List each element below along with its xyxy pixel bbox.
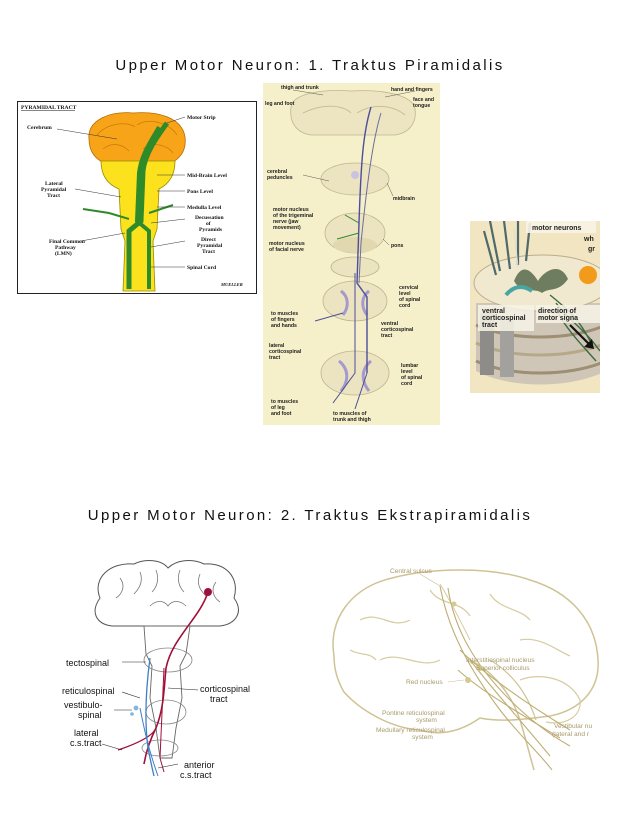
cervical-line4: cord (399, 303, 410, 309)
face-tongue-line1: face and (413, 97, 434, 103)
thigh-trunk-label: thigh and trunk (281, 85, 319, 91)
muscles-fingers-line3: and hands (271, 323, 297, 329)
decussation-line1: Decussation (195, 215, 224, 221)
cerebral-peduncles-line1: cerebral (267, 169, 288, 175)
muscles-fingers-line1: to muscles (271, 311, 298, 317)
lumbar-line1: lumbar (401, 363, 418, 369)
lateral-tract-line1: Lateral (45, 181, 63, 187)
direct-tract-line3: Tract (202, 249, 215, 255)
lateral-cst-line1: lateral (269, 343, 285, 349)
motor-neurons-label: motor neurons (532, 225, 581, 232)
spinal-cord-label: Spinal Cord (187, 265, 217, 271)
red-nucleus-label: Red nucleus (406, 679, 443, 686)
trigeminal-line4: movement) (273, 225, 301, 231)
pyramidal-tract-title: PYRAMIDAL TRACT (21, 105, 77, 111)
lateral-cs-line1: lateral (74, 728, 99, 738)
muscles-leg-line3: and foot (271, 411, 292, 417)
superior-colliculus-label: Superior colliculus (476, 665, 530, 672)
trigeminal-line2: of the trigeminal (273, 213, 314, 219)
lateral-tract-line3: Tract (47, 193, 60, 199)
final-common-line3: (LMN) (55, 250, 72, 257)
corticospinal-pathway-figure: thigh and trunk leg and foot hand and fi… (263, 83, 440, 425)
motor-strip-label: Motor Strip (187, 115, 216, 121)
tectospinal-label: tectospinal (66, 658, 109, 668)
vestibulospinal-line1: vestibulo- (64, 700, 103, 710)
sagittal-brain-figure: Central sulcus Interstitiospinal nucleus… (332, 568, 599, 770)
pontine-line2: system (416, 717, 437, 724)
hand-fingers-label: hand and fingers (391, 87, 433, 93)
vestibular-line1: Vestibular nu (554, 723, 592, 730)
artist-signature: MUELLER (220, 282, 243, 287)
anterior-cs-line2: c.s.tract (180, 770, 212, 780)
direct-tract-line2: Pyramidal (197, 243, 223, 249)
pons-label: pons (391, 243, 404, 249)
anterior-cs-line1: anterior (184, 760, 215, 770)
ventral-cst-line3: tract (381, 333, 393, 339)
final-common-line2: Pathway (55, 245, 76, 251)
section1-heading: Upper Motor Neuron: 1. Traktus Piramidal… (115, 57, 505, 74)
lumbar-line3: of spinal (401, 375, 423, 381)
final-common-line1: Final Common (49, 239, 86, 245)
muscles-trunk-line1: to muscles of (333, 411, 367, 417)
lateral-cst-line3: tract (269, 355, 281, 361)
pyramidal-tract-figure: PYRAMIDAL TRACT Cerebrum Motor Strip Mid… (17, 101, 257, 294)
facial-line1: motor nucleus (269, 241, 305, 247)
pons-level-label: Pons Level (187, 189, 213, 195)
muscles-leg-line2: of leg (271, 405, 285, 411)
midbrain-level-label: Mid-Brain Level (187, 173, 227, 179)
lateral-cst-line2: corticospinal (269, 349, 302, 355)
face-tongue-line2: tongue (413, 103, 430, 109)
vestibulospinal-line2: spinal (78, 710, 102, 720)
direct-tract-line1: Direct (201, 237, 216, 243)
lumbar-line2: level (401, 369, 413, 375)
lateral-tract-line2: Pyramidal (41, 187, 67, 193)
leg-foot-label: leg and foot (265, 101, 295, 107)
pontine-line1: Pontine reticulospinal (382, 710, 445, 717)
ventral-cst-3d-line1: ventral (482, 308, 505, 315)
ventral-cst-3d-line2: corticospinal (482, 315, 526, 322)
muscles-trunk-line2: trunk and thigh (333, 417, 371, 423)
ventral-cst-3d-line3: tract (482, 322, 498, 329)
medullary-line2: system (412, 734, 433, 741)
vestibular-line2: (lateral and r (552, 731, 590, 738)
muscles-leg-line1: to muscles (271, 399, 298, 405)
trigeminal-line1: motor nucleus (273, 207, 309, 213)
ventral-cst-line1: ventral (381, 321, 399, 327)
ventral-cst-line2: corticospinal (381, 327, 414, 333)
spinal-cord-3d-figure: motor neurons wh gr ventral corticospina… (470, 221, 600, 393)
central-sulcus-label: Central sulcus (390, 568, 432, 575)
medullary-line1: Medullary reticulospinal (376, 727, 445, 734)
gray-matter-partial-label: gr (588, 246, 595, 253)
section2-heading: Upper Motor Neuron: 2. Traktus Ekstrapir… (87, 507, 533, 524)
cerebral-peduncles-line2: peduncles (267, 175, 293, 181)
corticospinal-line1: corticospinal (200, 684, 250, 694)
corticospinal-line2: tract (210, 694, 228, 704)
cervical-line2: level (399, 291, 411, 297)
interstitiospinal-label: Interstitiospinal nucleus (466, 657, 535, 664)
medulla-level-label: Medulla Level (187, 205, 222, 211)
cervical-line1: cervical (399, 285, 419, 291)
cerebrum-label: Cerebrum (27, 125, 52, 131)
cervical-line3: of spinal (399, 297, 421, 303)
decussation-line2: of (206, 221, 211, 227)
reticulospinal-label: reticulospinal (62, 686, 115, 696)
extrapyramidal-tracts-figure: tectospinal reticulospinal vestibulo- sp… (62, 560, 250, 780)
trigeminal-line3: nerve (jaw (273, 219, 299, 225)
lateral-cs-line2: c.s.tract (70, 738, 102, 748)
facial-line2: of facial nerve (269, 247, 304, 253)
white-matter-partial-label: wh (583, 236, 594, 243)
decussation-line3: Pyramids (199, 227, 223, 233)
direction-line1: direction of (538, 308, 577, 315)
lumbar-line4: cord (401, 381, 412, 387)
direction-line2: motor signa (538, 315, 578, 322)
midbrain-label: midbrain (393, 196, 415, 202)
muscles-fingers-line2: of fingers (271, 317, 295, 323)
